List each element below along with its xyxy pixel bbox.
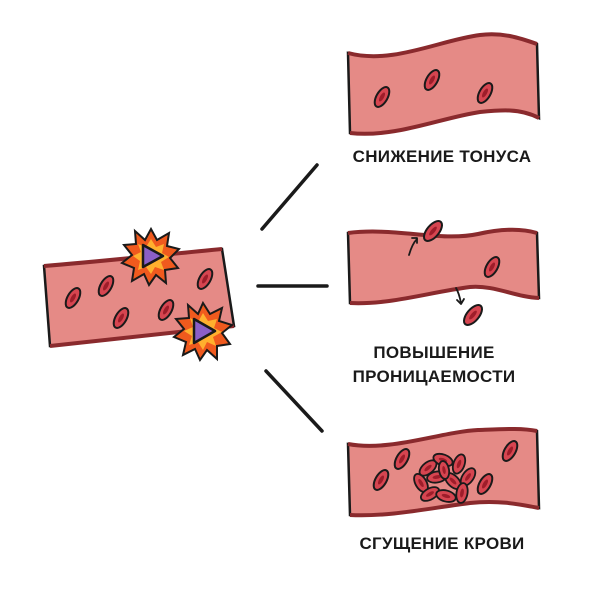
permeability-label-line1: ПОВЫШЕНИЕ: [373, 343, 494, 362]
red-blood-cell: [97, 275, 115, 297]
arrow-up-icon: [408, 237, 418, 256]
toxin-triangle-icon: [192, 317, 217, 345]
blood-clot-cluster: [413, 452, 477, 504]
red-blood-cell: [196, 268, 214, 290]
red-blood-cell: [64, 287, 82, 309]
connector-lines: [256, 163, 329, 433]
permeability-label-line2: ПРОНИЦАЕМОСТИ: [353, 367, 516, 386]
red-blood-cell: [393, 448, 411, 470]
escaping-red-blood-cell: [423, 220, 443, 242]
red-blood-cell: [501, 440, 519, 462]
connector-line-top: [260, 163, 319, 231]
clotted-vessel-wall-bottom: [349, 499, 540, 518]
source-vessel: [42, 226, 236, 363]
red-blood-cell: [157, 299, 175, 321]
clotted-vessel-wall-top: [347, 427, 538, 448]
connector-line-bottom: [264, 369, 324, 433]
permeability-panel: ПОВЫШЕНИЕ ПРОНИЦАЕМОСТИ: [346, 220, 541, 386]
tone-decrease-panel: СНИЖЕНИЕ ТОНУСА: [346, 32, 541, 166]
dilated-vessel-wall-bottom: [349, 108, 540, 136]
toxin-burst-icon: [120, 226, 181, 288]
red-blood-cell: [423, 69, 441, 91]
leaky-vessel-wall-top: [347, 227, 538, 239]
leaky-vessel-wall-bottom: [349, 284, 540, 306]
thickening-label: СГУЩЕНИЕ КРОВИ: [359, 534, 524, 553]
thickening-panel: СГУЩЕНИЕ КРОВИ: [346, 427, 541, 553]
toxin-triangle-icon: [141, 243, 165, 269]
escaping-red-blood-cell: [463, 304, 483, 326]
red-blood-cell: [373, 86, 391, 108]
red-blood-cell: [483, 256, 501, 278]
red-blood-cell: [372, 469, 390, 491]
red-blood-cell: [112, 307, 130, 329]
red-blood-cell: [476, 82, 494, 104]
source-red-blood-cells: [64, 268, 214, 329]
tone-decrease-label: СНИЖЕНИЕ ТОНУСА: [353, 147, 532, 166]
dilated-vessel-wall-top: [347, 32, 538, 59]
red-blood-cell: [476, 473, 494, 495]
toxin-burst-icon: [172, 300, 235, 363]
arrow-down-icon: [455, 287, 465, 305]
